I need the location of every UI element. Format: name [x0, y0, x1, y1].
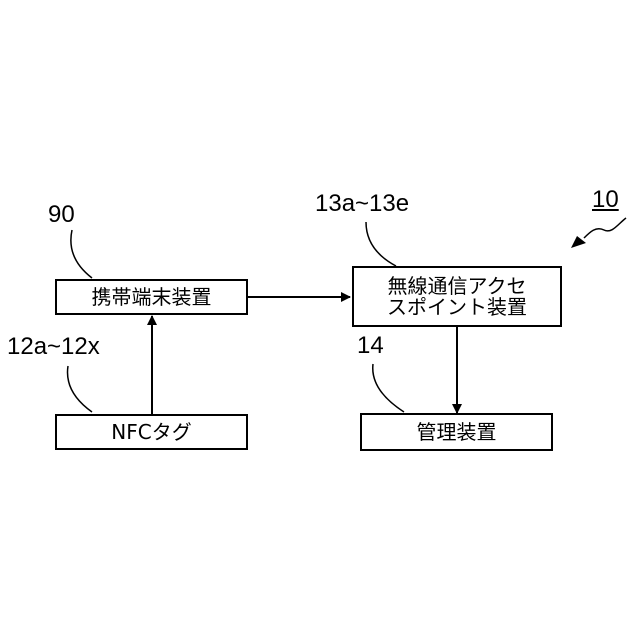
system-ref-arrowhead: [571, 236, 586, 248]
leader-line-13: [366, 222, 396, 266]
access-point-label-line1: 無線通信アクセ: [388, 276, 527, 297]
mobile-terminal-box: 携帯端末装置: [55, 279, 248, 315]
leader-line-14: [373, 364, 404, 412]
leader-line-90: [71, 230, 92, 278]
access-point-ref: 13a~13e: [315, 192, 409, 216]
nfc-tag-box: NFCタグ: [55, 414, 248, 450]
system-ref-label: 10: [592, 188, 619, 212]
leader-line-10: [584, 218, 626, 238]
nfc-tag-ref: 12a~12x: [7, 335, 100, 359]
management-ref: 14: [357, 334, 384, 358]
management-box: 管理装置: [360, 413, 553, 451]
access-point-label-line2: スポイント装置: [387, 297, 527, 318]
management-label: 管理装置: [417, 422, 497, 443]
access-point-box: 無線通信アクセ スポイント装置: [352, 266, 562, 327]
nfc-tag-label: NFCタグ: [111, 422, 191, 443]
leader-line-12: [68, 366, 93, 412]
mobile-terminal-ref: 90: [48, 203, 75, 227]
mobile-terminal-label: 携帯端末装置: [92, 287, 212, 308]
